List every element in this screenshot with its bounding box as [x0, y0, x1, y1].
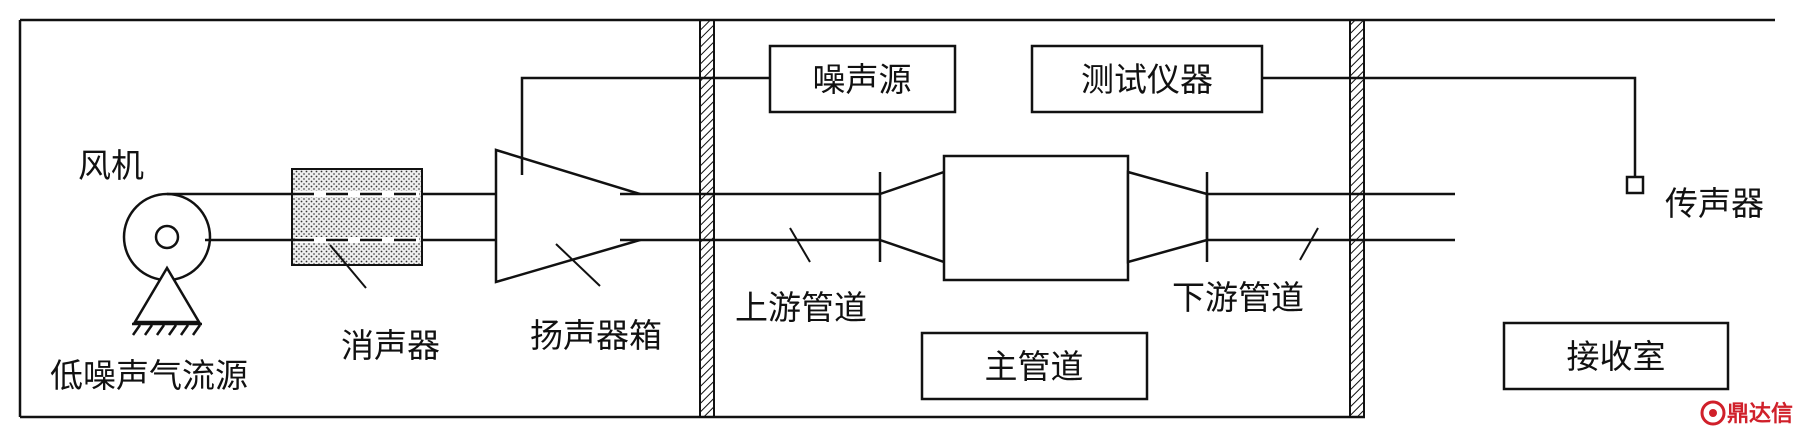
muffler-icon: [291, 168, 423, 266]
room-outline: [18, 18, 1775, 419]
receiving-room-text: 接收室: [1567, 337, 1666, 376]
fan-icon: [122, 192, 212, 336]
downstream-duct: [1207, 192, 1455, 242]
upstream-duct-label: 上游管道: [735, 288, 867, 327]
main-duct-box: [920, 331, 1149, 401]
test-instrument-text: 测试仪器: [1081, 60, 1213, 99]
leader-lines: [329, 227, 1319, 289]
low-noise-source-label: 低噪声气流源: [50, 356, 248, 395]
speaker-box-label: 扬声器箱: [530, 316, 662, 355]
test-instrument-box: [1030, 44, 1264, 114]
main-duct-text: 主管道: [985, 347, 1084, 386]
noise-source-text: 噪声源: [813, 60, 912, 99]
noise-source-signal-line: [520, 76, 770, 175]
watermark-logo-icon: [1700, 400, 1726, 426]
downstream-duct-label: 下游管道: [1172, 278, 1304, 317]
noise-source-box: [768, 44, 957, 114]
watermark: 鼎达信: [1700, 400, 1793, 427]
partition-wall-left: [699, 19, 715, 418]
speaker-box-icon: [494, 148, 880, 284]
muffler-label: 消声器: [341, 326, 440, 365]
microphone-cable: [1262, 76, 1637, 177]
fan-label: 风机: [78, 146, 144, 185]
microphone-label: 传声器: [1665, 184, 1764, 223]
watermark-text: 鼎达信: [1727, 401, 1793, 427]
microphone-icon: [1625, 175, 1645, 195]
test-section: [878, 154, 1209, 282]
partition-wall-right: [1349, 19, 1365, 418]
receiving-room-box: [1502, 321, 1730, 391]
